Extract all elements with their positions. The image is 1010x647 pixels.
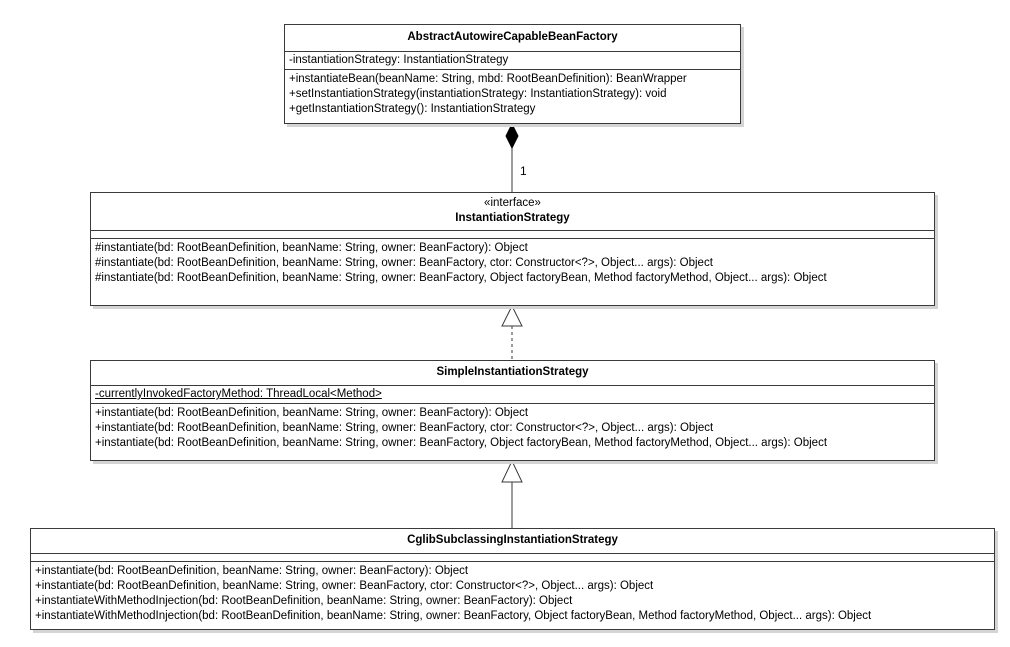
operation-row: +instantiate(bd: RootBeanDefinition, bea…: [35, 565, 469, 577]
attributes-compartment: -instantiationStrategy: InstantiationStr…: [285, 52, 740, 70]
class-header: CglibSubclassingInstantiationStrategy: [31, 529, 994, 554]
operation-row: +instantiate(bd: RootBeanDefinition, bea…: [95, 407, 529, 419]
class-header: SimpleInstantiationStrategy: [91, 361, 934, 386]
operation-row: #instantiate(bd: RootBeanDefinition, bea…: [95, 257, 713, 269]
operations-compartment: +instantiate(bd: RootBeanDefinition, bea…: [91, 404, 934, 453]
interface-stereotype: «interface»: [484, 197, 541, 209]
realization-arrowhead: [501, 304, 523, 327]
operation-row: #instantiate(bd: RootBeanDefinition, bea…: [95, 272, 827, 284]
operation-row: +instantiate(bd: RootBeanDefinition, bea…: [95, 437, 828, 449]
operations-compartment: +instantiate(bd: RootBeanDefinition, bea…: [31, 562, 994, 626]
operation-row: #instantiate(bd: RootBeanDefinition, bea…: [95, 242, 528, 254]
attributes-compartment: [31, 554, 994, 562]
class-name: CglibSubclassingInstantiationStrategy: [407, 534, 618, 546]
class-cglib-subclassing-instantiation-strategy[interactable]: CglibSubclassingInstantiationStrategy +i…: [30, 528, 995, 630]
class-abstract-autowire-capable-bean-factory[interactable]: AbstractAutowireCapableBeanFactory -inst…: [284, 24, 741, 124]
operation-row: +instantiateBean(beanName: String, mbd: …: [289, 73, 687, 85]
composition-diamond: [505, 122, 519, 150]
class-header: «interface» InstantiationStrategy: [91, 193, 934, 231]
operations-compartment: +instantiateBean(beanName: String, mbd: …: [285, 70, 740, 119]
class-simple-instantiation-strategy[interactable]: SimpleInstantiationStrategy -currentlyIn…: [90, 360, 935, 461]
class-name: InstantiationStrategy: [455, 212, 570, 224]
operation-row: +setInstantiationStrategy(instantiationS…: [289, 88, 667, 100]
static-attribute-row: -currentlyInvokedFactoryMethod: ThreadLo…: [95, 388, 382, 400]
generalization-arrowhead: [501, 459, 523, 483]
class-name: SimpleInstantiationStrategy: [436, 366, 589, 378]
attribute-row: -instantiationStrategy: InstantiationStr…: [289, 54, 509, 66]
class-name: AbstractAutowireCapableBeanFactory: [407, 31, 618, 43]
class-instantiation-strategy[interactable]: «interface» InstantiationStrategy #insta…: [90, 192, 935, 306]
operation-row: +instantiate(bd: RootBeanDefinition, bea…: [35, 580, 654, 592]
composition-multiplicity: 1: [520, 164, 527, 178]
class-header: AbstractAutowireCapableBeanFactory: [285, 25, 740, 52]
operations-compartment: #instantiate(bd: RootBeanDefinition, bea…: [91, 239, 934, 288]
attributes-compartment: -currentlyInvokedFactoryMethod: ThreadLo…: [91, 386, 934, 404]
operation-row: +instantiateWithMethodInjection(bd: Root…: [35, 595, 573, 607]
attributes-compartment: [91, 231, 934, 239]
operation-row: +instantiateWithMethodInjection(bd: Root…: [35, 610, 872, 622]
operation-row: +getInstantiationStrategy(): Instantiati…: [289, 103, 536, 115]
operation-row: +instantiate(bd: RootBeanDefinition, bea…: [95, 422, 714, 434]
